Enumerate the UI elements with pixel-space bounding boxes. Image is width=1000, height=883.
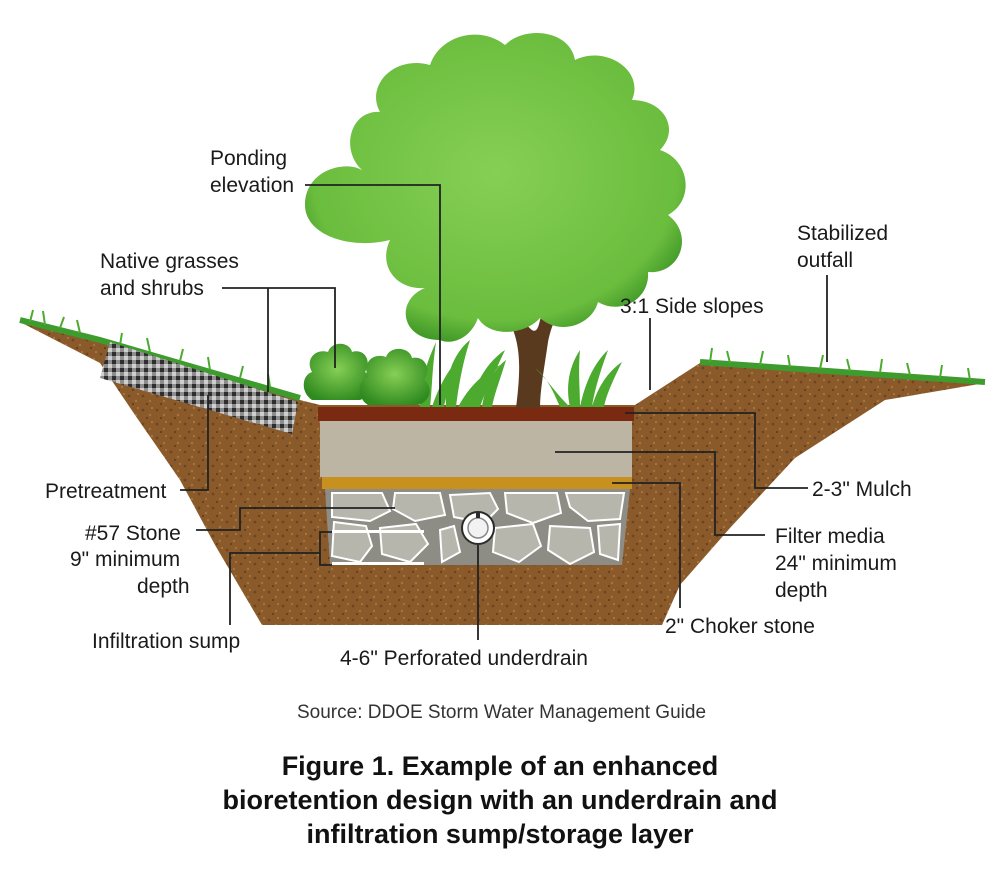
- leader-lines: [180, 184, 828, 640]
- filter-media-layer: [320, 421, 632, 477]
- label-filter-3: depth: [775, 579, 828, 602]
- sump-marker-bottom: [332, 562, 424, 565]
- underdrain-pipe: [461, 511, 495, 545]
- caption-line-1: Figure 1. Example of an enhanced: [282, 751, 719, 781]
- label-filter-2: 24" minimum: [775, 552, 897, 575]
- left-grass-edge: [19, 317, 301, 401]
- label-stabilized-1: Stabilized: [797, 222, 888, 245]
- label-native-2: and shrubs: [100, 277, 204, 300]
- caption-line-3: infiltration sump/storage layer: [306, 819, 694, 849]
- pretreatment-gravel: [100, 342, 298, 434]
- label-pretreatment: Pretreatment: [45, 480, 167, 503]
- label-filter-1: Filter media: [775, 525, 885, 548]
- sump-marker-top: [332, 530, 424, 533]
- figure-caption: Figure 1. Example of an enhanced biorete…: [222, 751, 777, 849]
- label-stone-2: 9" minimum: [70, 548, 180, 571]
- leader-stone-bracket: [319, 531, 332, 566]
- leader-mulch: [625, 412, 808, 489]
- leader-choker: [612, 482, 681, 608]
- leader-ponding: [305, 184, 441, 405]
- label-sump: Infiltration sump: [92, 630, 240, 653]
- shrub-right: [359, 348, 430, 405]
- labels: Ponding elevation Native grasses and shr…: [45, 147, 912, 670]
- label-ponding-2: elevation: [210, 174, 294, 197]
- caption-line-2: bioretention design with an underdrain a…: [222, 785, 777, 815]
- label-ponding-1: Ponding: [210, 147, 287, 170]
- label-mulch: 2-3" Mulch: [812, 478, 912, 501]
- label-stone-3: depth: [137, 575, 190, 598]
- label-stabilized-2: outfall: [797, 249, 853, 272]
- grass-blades: [29, 309, 971, 388]
- label-stone-1: #57 Stone: [85, 522, 181, 545]
- bioretention-cell: [318, 407, 634, 566]
- shrubs: [303, 343, 430, 405]
- leader-filter: [555, 451, 765, 536]
- tree-foliage: [305, 33, 686, 342]
- leader-native: [222, 287, 336, 368]
- tree-trunk: [505, 286, 574, 408]
- leader-sump: [229, 552, 320, 625]
- shrub-left: [303, 343, 372, 400]
- label-side-slopes: 3:1 Side slopes: [620, 295, 764, 318]
- right-grass-edge: [699, 359, 986, 385]
- choker-stone-layer: [322, 477, 632, 489]
- source-note: Source: DDOE Storm Water Management Guid…: [297, 702, 706, 723]
- tree: [305, 33, 686, 408]
- leader-stone: [196, 507, 395, 531]
- label-choker: 2" Choker stone: [665, 615, 815, 638]
- leader-pretreatment: [180, 395, 209, 491]
- label-native-1: Native grasses: [100, 250, 239, 273]
- label-underdrain: 4-6" Perforated underdrain: [340, 647, 588, 670]
- mulch-layer: [318, 407, 634, 421]
